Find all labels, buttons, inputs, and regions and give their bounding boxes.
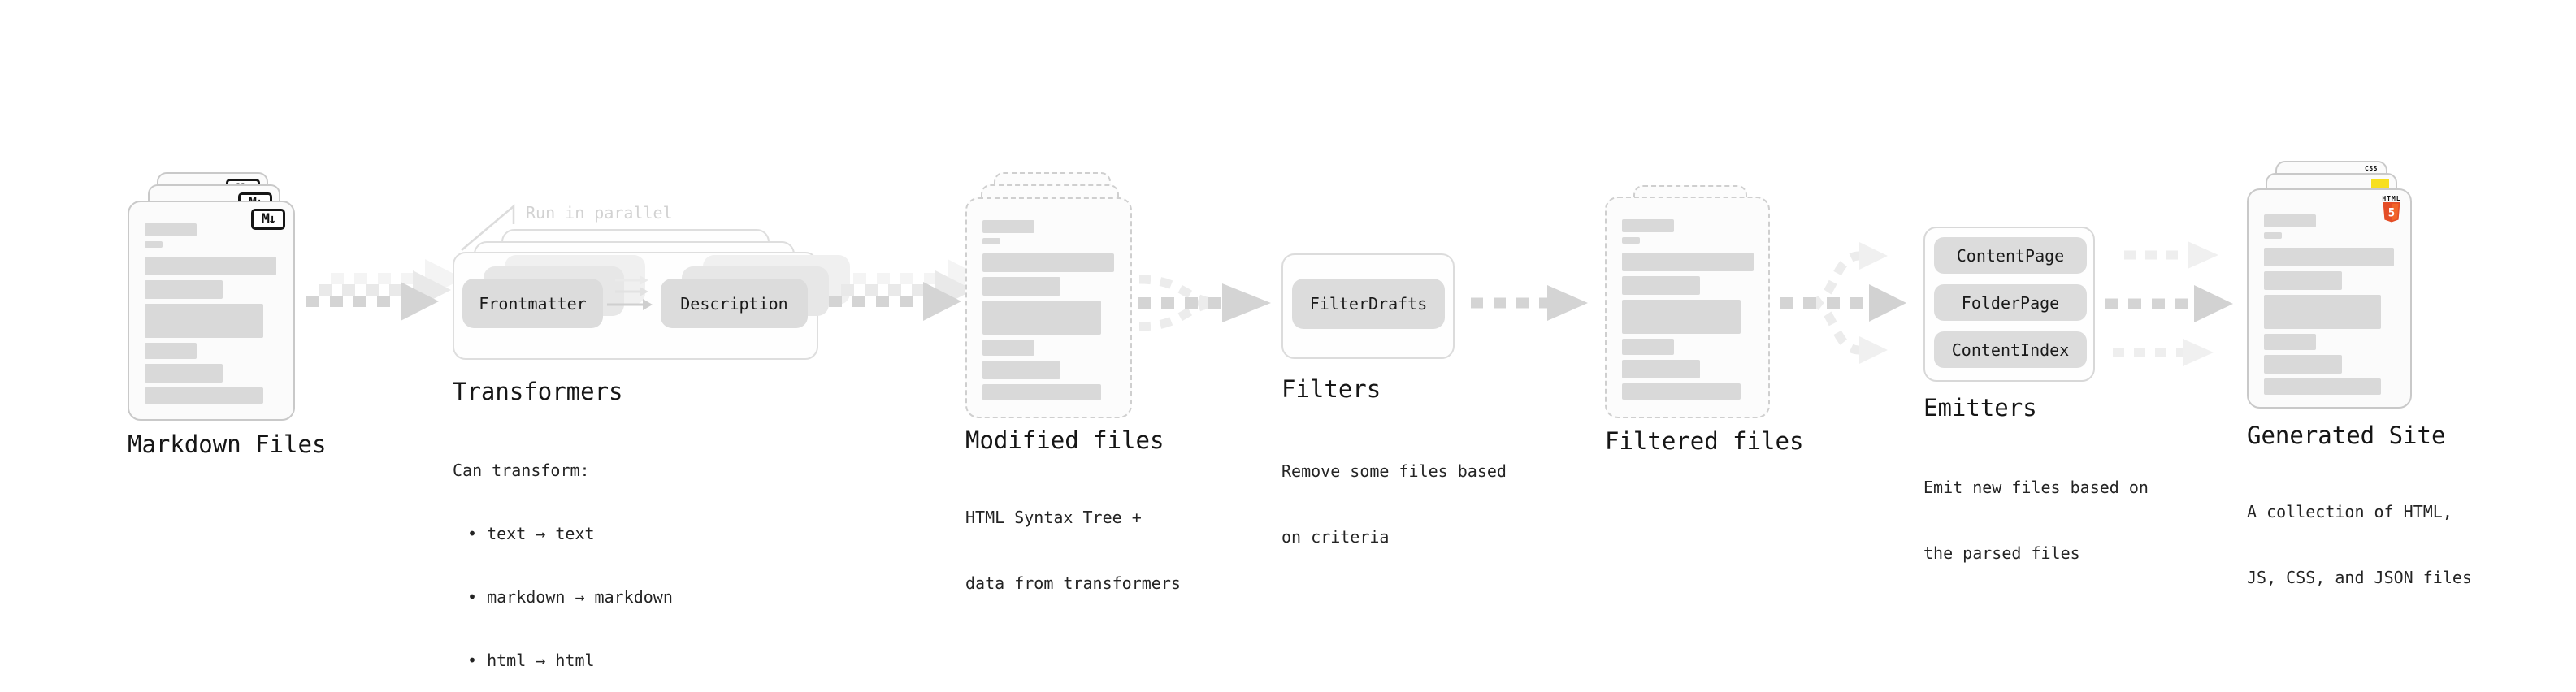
skeleton-bar [982,277,1060,296]
skeleton-lines [982,220,1114,400]
skeleton-bar [145,241,163,248]
skeleton-bar [2264,214,2316,227]
skeleton-bar [982,238,1000,244]
skeleton-bar [982,361,1060,379]
skeleton-bar [2264,271,2342,290]
html5-shield: 5 [2383,202,2400,223]
generated-page-html: HTML 5 [2247,188,2412,409]
skeleton-bar [145,223,197,236]
skeleton-bar [1622,339,1674,355]
transformers-label: Transformers [453,378,623,405]
flow-arrow-filters-to-filtered-icon [1471,285,1588,321]
skeleton-bar [2264,248,2394,266]
skeleton-bar [1622,300,1741,334]
transformers-bullet: • text → text [467,524,595,543]
transformers-bullet: • html → html [467,651,595,670]
modified-file-page-front [965,197,1132,418]
callout-line [461,204,515,251]
generated-site-description: A collection of HTML, JS, CSS, and JSON … [2247,457,2472,611]
skeleton-bar [1622,360,1700,378]
skeleton-bar [2264,378,2381,395]
filter-step-filterdrafts: FilterDrafts [1292,279,1445,329]
flow-arrow-filtered-to-emitters-icon [1780,242,1906,364]
js-icon [2371,179,2389,188]
skeleton-bar [2264,355,2342,374]
desc-line: Remove some files based [1281,461,1507,481]
skeleton-bar [982,220,1034,233]
skeleton-bar [145,343,197,359]
transformer-step-frontmatter: Frontmatter [462,279,603,328]
filters-label: Filters [1281,375,1381,403]
skeleton-bar [2264,295,2381,329]
transformer-step-description: Description [661,279,808,328]
skeleton-bar [1622,219,1674,232]
skeleton-bar [145,257,276,275]
skeleton-bar [982,384,1101,400]
desc-line: A collection of HTML, [2247,502,2452,521]
flow-arrow-modified-to-filters-icon [1138,275,1271,331]
emitters-description: Emit new files based on the parsed files [1923,433,2149,586]
skeleton-bar [982,340,1034,356]
emitters-label: Emitters [1923,394,2037,422]
desc-line: the parsed files [1923,543,2080,563]
skeleton-bar [1622,383,1741,400]
skeleton-lines [145,223,276,404]
skeleton-bar [982,301,1101,335]
emitter-step-contentpage: ContentPage [1934,237,2087,274]
flow-arrow-emitters-mid-icon [2105,285,2233,322]
desc-line: HTML Syntax Tree + [965,508,1142,527]
flow-arrow-emitters-top-icon [2124,241,2218,269]
filtered-files-label: Filtered files [1605,427,1804,455]
skeleton-lines [1622,219,1754,400]
desc-line: Emit new files based on [1923,478,2149,497]
emitter-step-folderpage: FolderPage [1934,284,2087,321]
desc-line: data from transformers [965,573,1181,593]
emitter-step-contentindex: ContentIndex [1934,331,2087,368]
desc-line: on criteria [1281,527,1390,547]
skeleton-bar [145,304,263,338]
run-in-parallel-note: Run in parallel [526,203,673,223]
markdown-icon: M↓ [251,209,285,230]
skeleton-bar [2264,334,2316,350]
desc-line: JS, CSS, and JSON files [2247,568,2472,587]
skeleton-bar [145,280,223,299]
transformers-description: Can transform: • text → text • markdown … [453,417,673,692]
skeleton-bar [145,387,263,404]
html5-icon: HTML 5 [2381,195,2402,224]
modified-files-label: Modified files [965,426,1164,454]
skeleton-bar [2264,232,2282,239]
skeleton-lines [2264,214,2394,395]
transformers-desc-heading: Can transform: [453,461,590,480]
markdown-file-page-front: M↓ [128,201,295,421]
skeleton-bar [1622,237,1640,244]
skeleton-bar [1622,276,1700,295]
markdown-files-label: Markdown Files [128,430,327,458]
flow-arrow-transformers-to-modified-icon [829,259,978,321]
flow-arrow-emitters-bottom-icon [2113,339,2214,366]
filters-description: Remove some files based on criteria [1281,417,1507,570]
modified-files-description: HTML Syntax Tree + data from transformer… [965,463,1181,616]
skeleton-bar [145,364,223,383]
generated-site-label: Generated Site [2247,422,2446,449]
parallel-arrows-icon [607,275,653,310]
skeleton-bar [1622,253,1754,271]
transformers-bullet: • markdown → markdown [467,587,673,607]
html5-word: HTML [2382,195,2401,202]
svg-text:5: 5 [2388,207,2395,220]
flow-arrow-markdown-to-transformers-icon [306,259,455,321]
skeleton-bar [982,253,1114,272]
filtered-file-page-front [1605,197,1770,418]
